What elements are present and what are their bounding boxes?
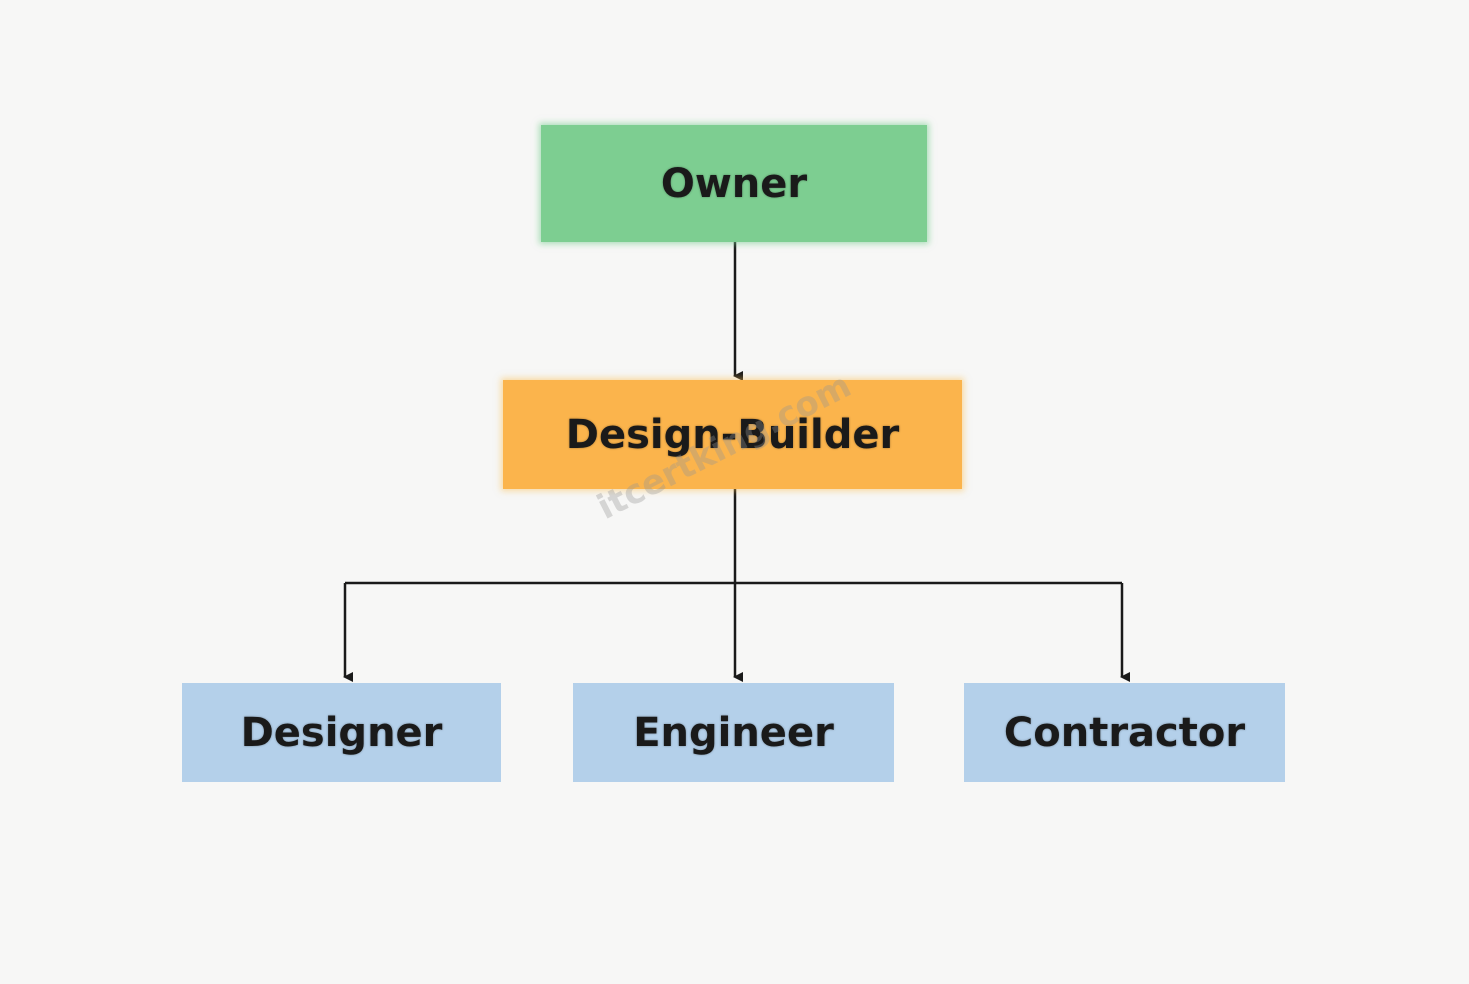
contractor-label: Contractor — [1003, 709, 1246, 756]
contractor-node: Contractor — [964, 683, 1285, 782]
designer-label: Designer — [240, 709, 443, 756]
design-builder-label: Design-Builder — [565, 411, 900, 458]
design-builder-node: Design-Builder — [503, 380, 962, 489]
owner-label: Owner — [660, 160, 808, 207]
owner-node: Owner — [541, 125, 927, 242]
engineer-node: Engineer — [573, 683, 894, 782]
engineer-label: Engineer — [633, 709, 834, 756]
designer-node: Designer — [182, 683, 501, 782]
